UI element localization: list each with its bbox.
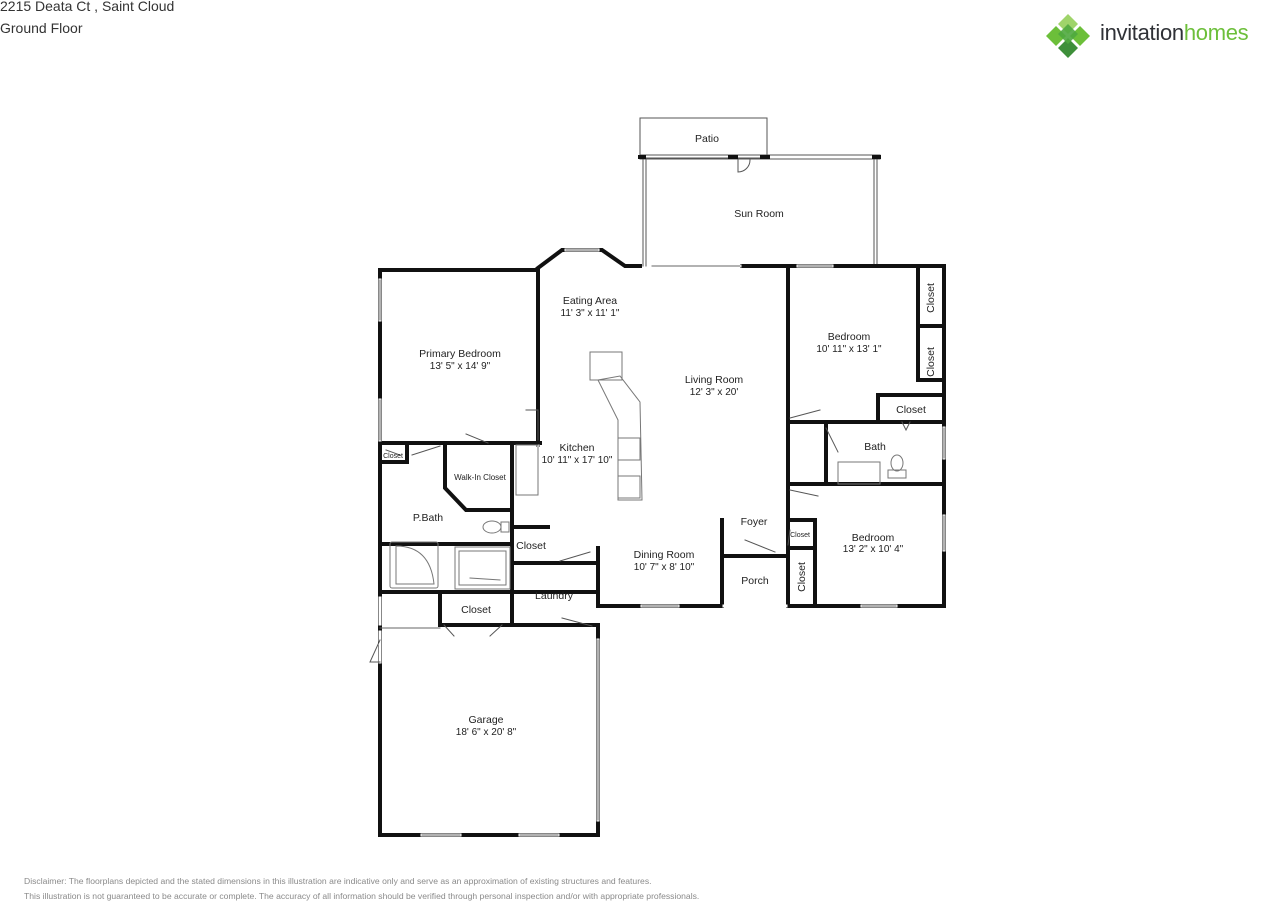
room-bedroom-se-dims: 13' 2" x 10' 4" (843, 544, 904, 555)
property-address: 2215 Deata Ct , Saint Cloud (0, 0, 175, 14)
room-foyer-name: Foyer (741, 516, 768, 528)
brand-logo: invitationhomes (1044, 12, 1280, 58)
walls (369, 117, 946, 837)
room-closet-pbath-name: Closet (516, 540, 546, 552)
room-bedroom-ne-name: Bedroom (828, 331, 871, 343)
room-primary-bedroom-dims: 13' 5" x 14' 9" (430, 361, 491, 372)
room-closet-ne-top-name: Closet (925, 283, 937, 313)
room-dining-room-name: Dining Room (634, 549, 695, 561)
room-eating-area-dims: 11' 3" x 11' 1" (561, 308, 620, 319)
room-living-room-dims: 12' 3" x 20' (690, 387, 739, 398)
brand-wordmark: invitationhomes (1100, 20, 1249, 45)
room-garage-name: Garage (468, 714, 503, 726)
room-dining-room-dims: 10' 7" x 8' 10" (634, 562, 695, 573)
room-living-room-name: Living Room (685, 374, 744, 386)
room-eating-area-name: Eating Area (563, 295, 617, 307)
room-kitchen-name: Kitchen (559, 442, 594, 454)
room-closet-garage-name: Closet (461, 604, 491, 616)
room-patio-name: Patio (695, 133, 719, 145)
room-garage-dims: 18' 6" x 20' 8" (456, 727, 517, 738)
room-closet-ne-bath-name: Closet (896, 404, 926, 416)
disclaimer-line-1: Disclaimer: The floorplans depicted and … (24, 876, 652, 886)
room-bedroom-se-name: Bedroom (852, 532, 895, 544)
brand-mark-icon (1046, 14, 1090, 58)
room-closet-se-name: Closet (796, 562, 808, 592)
room-primary-bedroom-name: Primary Bedroom (419, 348, 501, 360)
room-bedroom-ne-dims: 10' 11" x 13' 1" (816, 344, 882, 355)
room-kitchen-dims: 10' 11" x 17' 10" (542, 455, 613, 466)
room-closet-ne-mid-name: Closet (925, 347, 937, 377)
room-closet-small-name: Closet (383, 453, 403, 460)
room-porch-name: Porch (741, 575, 769, 587)
room-labels: Patio Sun Room Eating Area 11' 3" x 11' … (383, 133, 937, 738)
room-closet-foyer-name: Closet (790, 532, 810, 539)
room-sun-room-name: Sun Room (734, 208, 784, 220)
room-laundry-name: Laundry (535, 590, 574, 602)
floor-label: Ground Floor (0, 20, 83, 36)
room-walk-in-closet-name: Walk-In Closet (454, 473, 506, 482)
disclaimer-line-2: This illustration is not guaranteed to b… (24, 891, 700, 901)
room-pbath-name: P.Bath (413, 512, 443, 524)
room-bath-name: Bath (864, 441, 886, 453)
